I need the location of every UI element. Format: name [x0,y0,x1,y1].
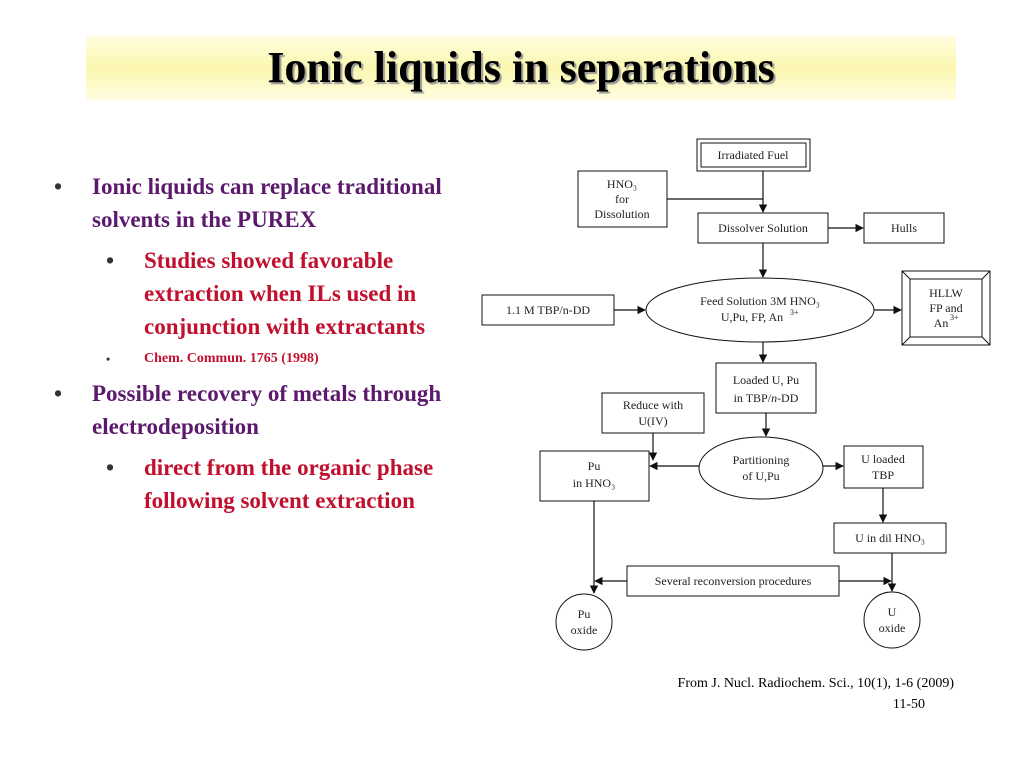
bullet-text: Possible recovery of metals through elec… [92,381,442,439]
feed-label-2: U,Pu, FP, An [721,310,783,324]
bullet-dot: • [106,352,111,366]
title-band [86,36,956,100]
loaded-label-1: Loaded U, Pu [733,373,799,387]
hllw-superscript: 3+ [950,313,959,322]
pu-oxide-label-1: Pu [578,607,591,621]
feed-solution-ellipse: Feed Solution 3M HNO₃ U,Pu, FP, An 3+ [645,277,875,343]
u-dil-label: U in dil HNO₃ [855,531,925,545]
slide-title: Ionic liquids in separations [267,43,775,92]
tbp-label: 1.1 M TBP/n-DD [506,303,590,317]
dissolver-solution-box: Dissolver Solution [697,212,829,244]
hno3-label: HNO₃ [607,177,637,191]
sub-bullet-item: • direct from the organic phase following… [52,451,462,517]
purex-flow-diagram: Irradiated Fuel HNO₃ for Dissolution Dis… [481,138,991,651]
u-oxide-label-2: oxide [879,621,906,635]
bullet-dot: • [54,174,63,199]
u-loaded-tbp-box: U loaded TBP [843,445,924,489]
bullet-text: Ionic liquids can replace traditional so… [92,174,442,232]
sub-bullet-text: direct from the organic phase following … [144,455,434,513]
sub-bullet-item: • Studies showed favorable extraction whe… [52,244,462,343]
hllw-label-2: FP and [929,301,962,315]
bullet-dot: • [54,381,63,406]
partitioning-ellipse: Partitioning of U,Pu [698,436,824,500]
hllw-label-3: An [934,316,949,330]
bullet-item: • Possible recovery of metals through ele… [52,377,462,443]
reduce-label-2: U(IV) [638,414,667,428]
loaded-label-2: in TBP/n-DD [734,391,799,405]
feed-label-1: Feed Solution 3M HNO₃ [700,294,820,308]
u-dil-hno3-box: U in dil HNO₃ [833,522,947,554]
hno3-dissolution-box: HNO₃ for Dissolution [577,170,668,228]
bullet-item: • Ionic liquids can replace traditional s… [52,170,462,236]
u-tbp-label-1: U loaded [861,452,905,466]
bullet-dot: • [106,248,115,273]
partition-label-1: Partitioning [733,453,790,467]
citation: From J. Nucl. Radiochem. Sci., 10(1), 1-… [677,676,954,691]
reconversion-box: Several reconversion procedures [626,565,840,597]
reference-item: • Chem. Commun. 1765 (1998) [52,349,462,369]
tbp-box: 1.1 M TBP/n-DD [481,294,615,326]
hllw-label-1: HLLW [929,286,963,300]
feed-superscript: 3+ [790,308,799,317]
irradiated-fuel-label: Irradiated Fuel [718,148,790,162]
bullet-list: • Ionic liquids can replace traditional s… [52,170,462,523]
hulls-box: Hulls [863,212,945,244]
pu-hno3-label-1: Pu [588,459,601,473]
pu-oxide-circle: Pu oxide [555,593,613,651]
pu-hno3-box: Pu in HNO₃ [539,450,650,502]
partition-label-2: of U,Pu [742,469,779,483]
connectors [589,171,902,594]
u-oxide-label-1: U [888,605,897,619]
bullet-dot: • [106,455,115,480]
reduce-box: Reduce with U(IV) [601,392,705,434]
hllw-box: HLLW FP and An 3+ [901,270,991,346]
page-number: 11-50 [892,697,925,712]
sub-bullet-text: Studies showed favorable extraction when… [144,248,426,339]
dissolver-label: Dissolver Solution [718,221,808,235]
irradiated-fuel-box: Irradiated Fuel [696,138,811,172]
reconversion-label: Several reconversion procedures [655,574,812,588]
pu-oxide-label-2: oxide [571,623,598,637]
hulls-label: Hulls [891,221,917,235]
loaded-u-pu-box: Loaded U, Pu in TBP/n-DD [715,362,817,414]
reduce-label-1: Reduce with [623,398,683,412]
hno3-for-label: for [615,192,629,206]
u-oxide-circle: U oxide [863,591,921,649]
hno3-dissolution-label: Dissolution [594,207,649,221]
reference-text: Chem. Commun. 1765 (1998) [144,351,319,366]
pu-hno3-label-2: in HNO₃ [573,476,616,490]
u-tbp-label-2: TBP [872,468,894,482]
